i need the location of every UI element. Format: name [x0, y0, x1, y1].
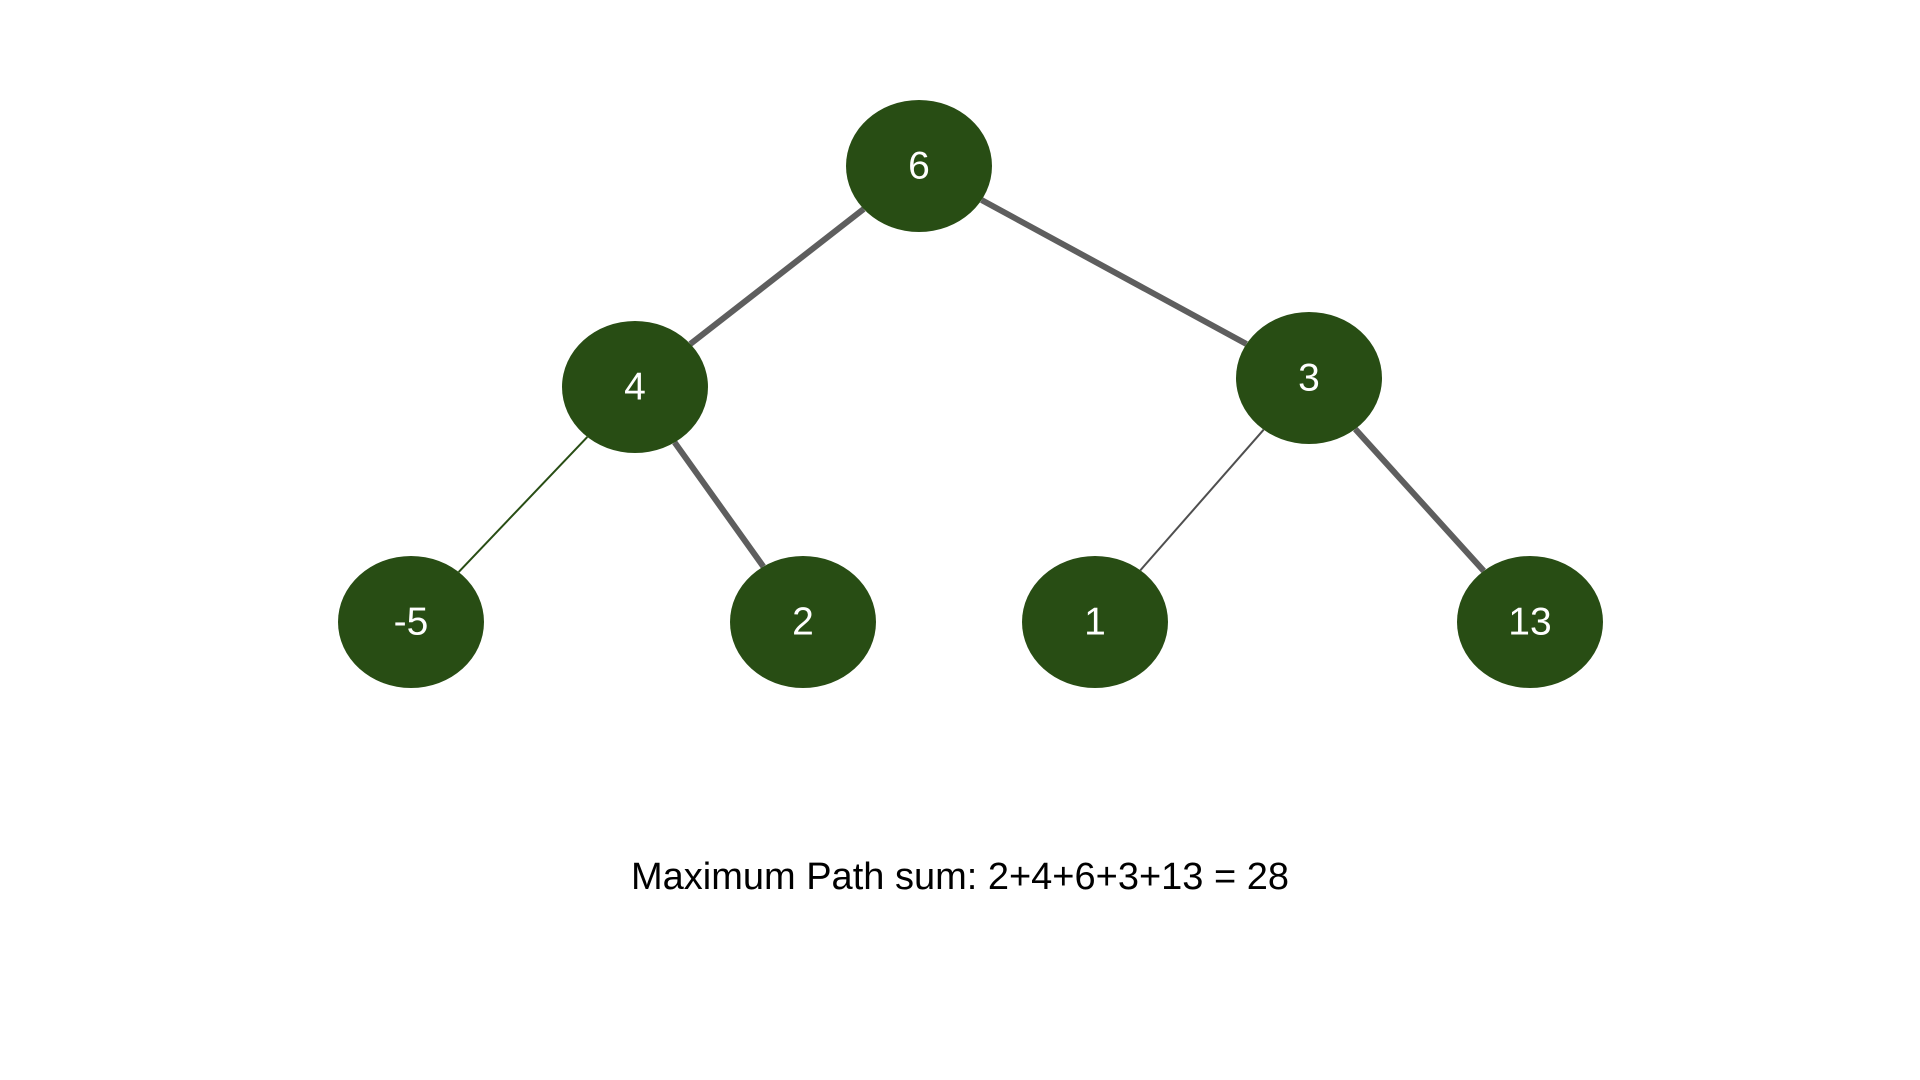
tree-node-label: 13	[1508, 601, 1551, 644]
tree-node: -5	[338, 556, 484, 688]
edge-n4-nm5	[457, 436, 589, 573]
tree-node: 3	[1236, 312, 1382, 444]
tree-node-label: 2	[792, 601, 814, 644]
tree-node-label: -5	[394, 601, 429, 644]
edge-n3-n13-max-path	[1353, 427, 1486, 573]
tree-node: 2	[730, 556, 876, 688]
tree-node: 6	[846, 100, 992, 232]
max-path-sum-caption: Maximum Path sum: 2+4+6+3+13 = 28	[630, 856, 1289, 898]
edge-n6-n3-max-path	[980, 197, 1248, 347]
tree-node: 4	[562, 321, 708, 453]
tree-node-circle	[846, 100, 992, 232]
tree-node-label: 6	[908, 145, 930, 188]
tree-node-label: 3	[1298, 357, 1320, 400]
edge-n6-n4-max-path	[688, 206, 866, 347]
edge-n4-n2-max-path	[672, 440, 766, 569]
tree-node-circle	[338, 556, 484, 688]
tree-node-circle	[1022, 556, 1168, 688]
tree-node-label: 4	[624, 366, 646, 409]
tree-nodes: 6 4 3 -5 2 1 13	[338, 100, 1603, 688]
edge-n3-n1	[1139, 429, 1265, 571]
tree-node-circle	[730, 556, 876, 688]
tree-node: 1	[1022, 556, 1168, 688]
tree-node-circle	[1457, 556, 1603, 688]
tree-node-label: 1	[1084, 601, 1106, 644]
tree-node: 13	[1457, 556, 1603, 688]
tree-node-circle	[562, 321, 708, 453]
tree-edges	[457, 197, 1486, 573]
tree-node-circle	[1236, 312, 1382, 444]
